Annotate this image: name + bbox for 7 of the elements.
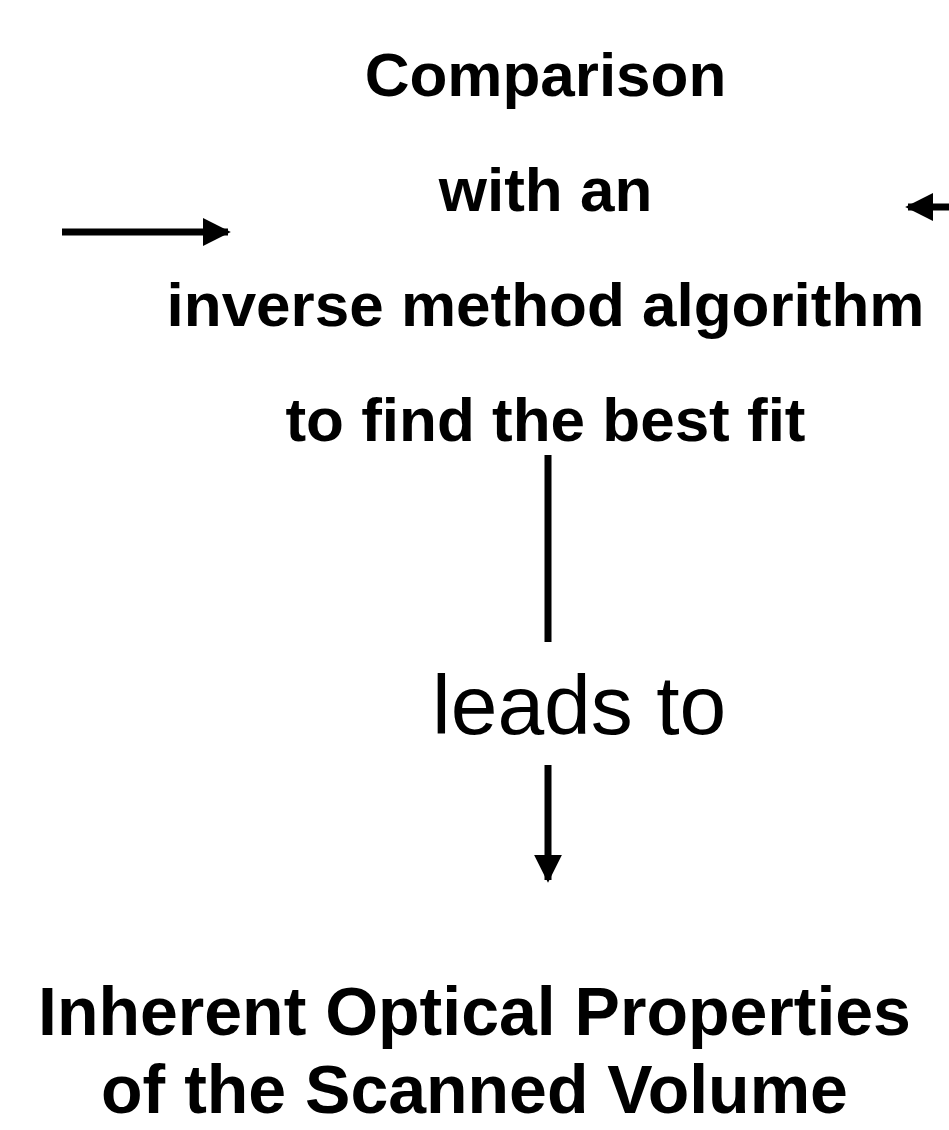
arrow: [905, 193, 949, 221]
flow-text: Comparison: [363, 39, 728, 111]
flow-text: Inherent Optical Properties of the Scanned Volume: [37, 972, 912, 1128]
flow-text: to find the best fit: [284, 384, 807, 456]
flow-text: inverse method algorithm: [165, 269, 926, 341]
flow-text: leads to: [432, 657, 728, 754]
flow-text: with an: [437, 154, 654, 226]
